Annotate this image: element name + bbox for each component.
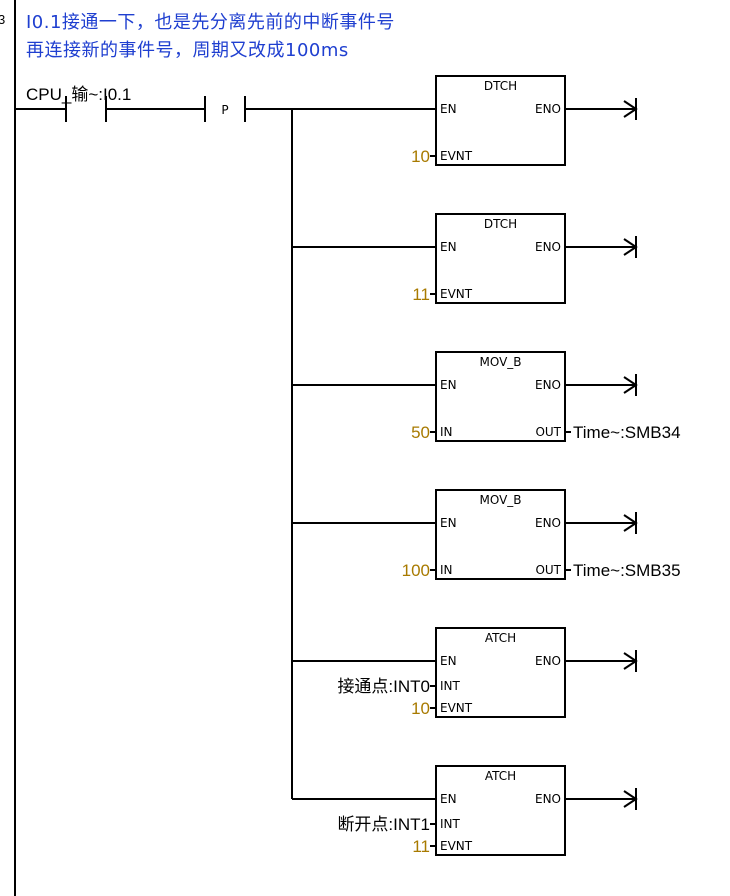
- pin-en: EN: [440, 240, 457, 254]
- instruction-box[interactable]: [435, 489, 566, 580]
- instruction-blocks: DTCHENEVNT10ENODTCHENEVNT11ENOMOV_BENIN5…: [292, 75, 681, 856]
- pin-value[interactable]: Time~:SMB34: [573, 423, 681, 442]
- pin-en: EN: [440, 654, 457, 668]
- pin-eno: ENO: [535, 792, 561, 806]
- pin-value[interactable]: 50: [411, 423, 430, 442]
- eno-arrow-icon: [623, 788, 638, 810]
- instruction-title: DTCH: [484, 79, 517, 93]
- instruction-box[interactable]: [435, 75, 566, 166]
- instruction-title: DTCH: [484, 217, 517, 231]
- p-label: P: [221, 103, 228, 117]
- eno-arrow-icon: [623, 98, 638, 120]
- pin-value[interactable]: 断开点:INT1: [337, 815, 430, 834]
- instruction-block-dtch[interactable]: DTCH EN EVNT 10 ENO: [411, 75, 638, 166]
- pin-value[interactable]: Time~:SMB35: [573, 561, 681, 580]
- pin-value[interactable]: 11: [412, 285, 430, 304]
- pin-out: OUT: [535, 425, 561, 439]
- network-comment-line-2[interactable]: 再连接新的事件号，周期又改成100ms: [26, 40, 349, 61]
- instruction-title: ATCH: [485, 631, 516, 645]
- pin-eno: ENO: [535, 102, 561, 116]
- pin-in: IN: [440, 425, 453, 439]
- pin-out: OUT: [535, 563, 561, 577]
- pin-eno: ENO: [535, 654, 561, 668]
- instruction-box[interactable]: [435, 213, 566, 304]
- instruction-box[interactable]: [435, 765, 566, 856]
- pin-evnt: EVNT: [440, 287, 473, 301]
- pin-value[interactable]: 100: [402, 561, 430, 580]
- pin-en: EN: [440, 378, 457, 392]
- instruction-title: MOV_B: [479, 355, 521, 369]
- instruction-block-dtch[interactable]: DTCH EN EVNT 11 ENO: [292, 213, 638, 304]
- instruction-box[interactable]: [435, 627, 566, 718]
- pin-evnt: EVNT: [440, 701, 473, 715]
- pin-value[interactable]: 接通点:INT0: [337, 677, 430, 696]
- instruction-block-mov_b[interactable]: MOV_B EN IN 50 ENO OUT Time~:SMB34: [292, 351, 681, 442]
- pin-value[interactable]: 11: [412, 837, 430, 856]
- eno-arrow-icon: [623, 374, 638, 396]
- pin-evnt: EVNT: [440, 839, 473, 853]
- network-comment-line-1[interactable]: I0.1接通一下，也是先分离先前的中断事件号: [26, 12, 395, 33]
- pin-en: EN: [440, 792, 457, 806]
- pin-en: EN: [440, 102, 457, 116]
- pin-eno: ENO: [535, 378, 561, 392]
- instruction-title: MOV_B: [479, 493, 521, 507]
- pin-int: INT: [440, 817, 461, 831]
- instruction-title: ATCH: [485, 769, 516, 783]
- instruction-box[interactable]: [435, 351, 566, 442]
- instruction-block-mov_b[interactable]: MOV_B EN IN 100 ENO OUT Time~:SMB35: [292, 489, 681, 580]
- eno-arrow-icon: [623, 236, 638, 258]
- pin-int: INT: [440, 679, 461, 693]
- positive-transition-contact[interactable]: P: [204, 96, 246, 122]
- pin-eno: ENO: [535, 240, 561, 254]
- pin-eno: ENO: [535, 516, 561, 530]
- pin-evnt: EVNT: [440, 149, 473, 163]
- eno-arrow-icon: [623, 650, 638, 672]
- normally-open-contact[interactable]: [65, 96, 107, 122]
- pin-en: EN: [440, 516, 457, 530]
- pin-in: IN: [440, 563, 453, 577]
- pin-value[interactable]: 10: [411, 147, 430, 166]
- rung-number: 3: [0, 12, 6, 27]
- pin-value[interactable]: 10: [411, 699, 430, 718]
- eno-arrow-icon: [623, 512, 638, 534]
